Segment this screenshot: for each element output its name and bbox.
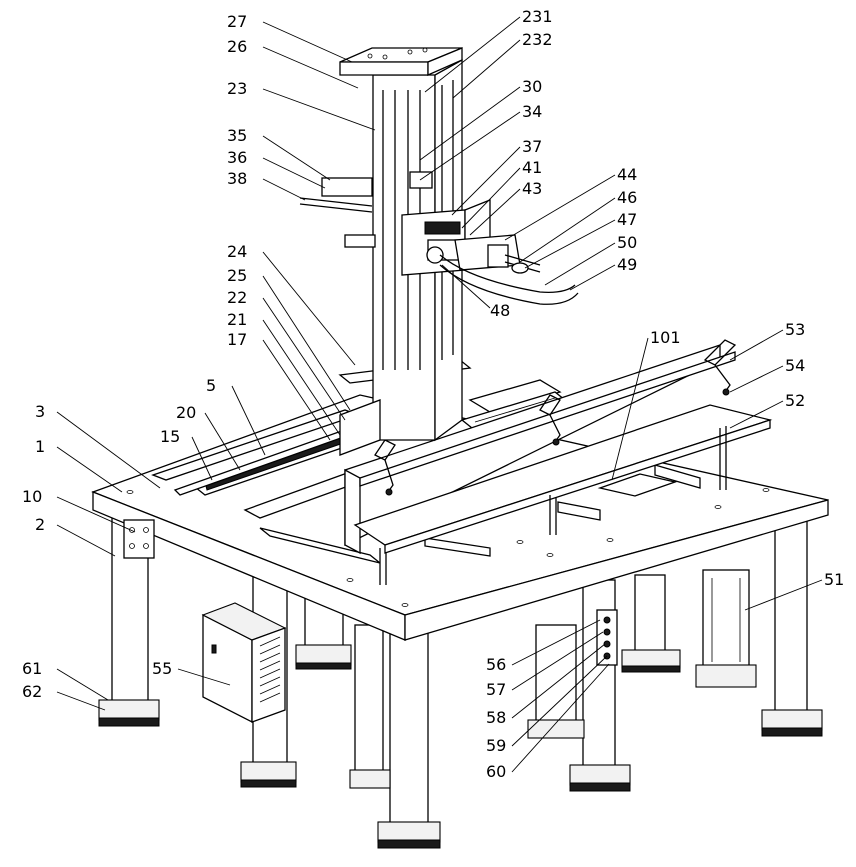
label-232: 232 (522, 30, 553, 49)
label-43: 43 (522, 179, 542, 198)
label-53: 53 (785, 320, 805, 339)
label-21: 21 (227, 310, 247, 329)
label-22: 22 (227, 288, 247, 307)
leg-bracket (124, 520, 154, 558)
label-55: 55 (152, 659, 172, 678)
label-60: 60 (486, 762, 506, 781)
label-61: 61 (22, 659, 42, 678)
label-5: 5 (206, 376, 216, 395)
label-15: 15 (160, 427, 180, 446)
label-38: 38 (227, 169, 247, 188)
label-57: 57 (486, 680, 506, 699)
label-41: 41 (522, 158, 542, 177)
label-2: 2 (35, 515, 45, 534)
label-36: 36 (227, 148, 247, 167)
label-1: 1 (35, 437, 45, 456)
label-49: 49 (617, 255, 637, 274)
label-47: 47 (617, 210, 637, 229)
label-20: 20 (176, 403, 196, 422)
label-56: 56 (486, 655, 506, 674)
label-44: 44 (617, 165, 637, 184)
label-3: 3 (35, 402, 45, 421)
label-48: 48 (490, 301, 510, 320)
label-26: 26 (227, 37, 247, 56)
label-23: 23 (227, 79, 247, 98)
label-58: 58 (486, 708, 506, 727)
label-37: 37 (522, 137, 542, 156)
label-46: 46 (617, 188, 637, 207)
label-59: 59 (486, 736, 506, 755)
label-24: 24 (227, 242, 247, 261)
label-27: 27 (227, 12, 247, 31)
label-35: 35 (227, 126, 247, 145)
label-62: 62 (22, 682, 42, 701)
label-52: 52 (785, 391, 805, 410)
label-34: 34 (522, 102, 542, 121)
label-101: 101 (650, 328, 681, 347)
label-17: 17 (227, 330, 247, 349)
label-25: 25 (227, 266, 247, 285)
label-54: 54 (785, 356, 805, 375)
label-50: 50 (617, 233, 637, 252)
label-10: 10 (22, 487, 42, 506)
label-231: 231 (522, 7, 553, 26)
label-51: 51 (824, 570, 844, 589)
label-30: 30 (522, 77, 542, 96)
control-panel (597, 610, 617, 665)
